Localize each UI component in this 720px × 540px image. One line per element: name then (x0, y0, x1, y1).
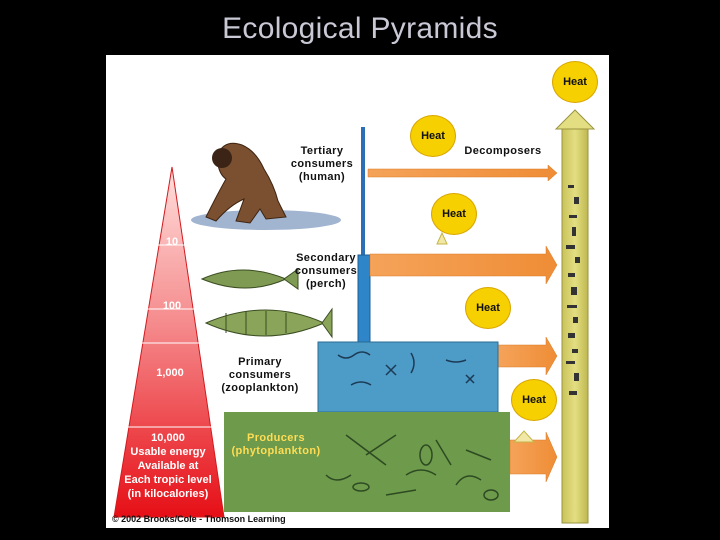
phytoplankton-tank (224, 412, 510, 512)
tertiary-consumers-label: Tertiary consumers (human) (274, 145, 370, 184)
pyramid-level-10000-value: 10,000 (118, 431, 218, 445)
heat-circle: Heat (511, 379, 557, 421)
primary-consumers-label: Primary consumers (zooplankton) (212, 356, 308, 395)
pyramid-caption-line: Available at (118, 459, 218, 473)
secondary-consumers-label: Secondary consumers (perch) (274, 252, 378, 291)
energy-arrow (368, 165, 557, 181)
decomposers-label: Decomposers (458, 145, 548, 158)
heat-circle: Heat (431, 193, 477, 235)
heat-circle: Heat (465, 287, 511, 329)
pyramid-caption-line: (in kilocalories) (118, 487, 218, 501)
zooplankton-tank (318, 342, 498, 412)
pyramid-level-10: 10 (160, 236, 184, 248)
copyright-credit: © 2002 Brooks/Cole - Thomson Learning (112, 514, 286, 524)
slide-title: Ecological Pyramids (0, 12, 720, 46)
pyramid-caption-line: Usable energy (118, 445, 218, 459)
heat-circle: Heat (552, 61, 598, 103)
energy-arrow (370, 246, 557, 284)
pyramid-level-100: 100 (156, 300, 188, 312)
decomposers-bar (556, 110, 594, 523)
producers-label: Producers (phytoplankton) (224, 432, 328, 458)
pyramid-level-1000: 1,000 (150, 367, 190, 379)
ecological-pyramid-figure: 10 100 1,000 10,000 Usable energy Availa… (106, 55, 609, 528)
pyramid-level-10000: 10,000 Usable energy Available at Each t… (118, 431, 218, 501)
pyramid-caption-line: Each tropic level (118, 473, 218, 487)
energy-arrow (498, 337, 557, 375)
heat-circle: Heat (410, 115, 456, 157)
